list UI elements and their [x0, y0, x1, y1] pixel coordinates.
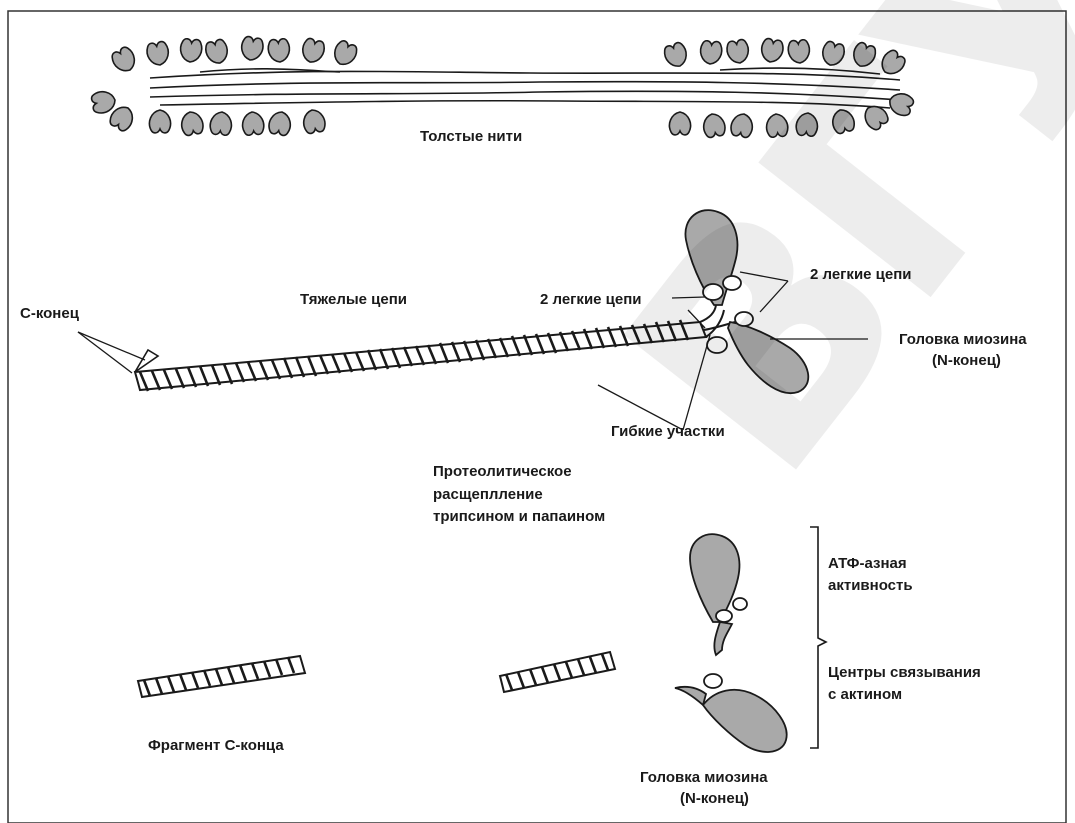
proteolysis-label-2: расщеплление [433, 486, 543, 504]
actin-binding-label-1: Центры связывания [828, 664, 981, 682]
myosin-heads-bottom [675, 534, 787, 752]
light-chains-label-right: 2 легкие цепи [810, 266, 912, 284]
light-chains-label-left: 2 легкие цепи [540, 291, 642, 309]
atpase-label-1: АТФ-азная [828, 555, 907, 573]
myosin-head-nterm-label-top: (N-конец) [932, 352, 1001, 370]
actin-binding-label-2: с актином [828, 686, 902, 704]
thick-filaments-label: Толстые нити [420, 128, 522, 146]
c-terminal-fragment [138, 656, 305, 697]
c-terminus-label: С-конец [20, 305, 79, 323]
brace [810, 527, 826, 748]
atpase-label-2: активность [828, 577, 913, 595]
myosin-head-label-top: Головка миозина [899, 331, 1027, 349]
proteolysis-label-3: трипсином и папаином [433, 508, 605, 526]
myosin-head-label-bottom: Головка миозина [640, 769, 768, 787]
heavy-chains-label: Тяжелые цепи [300, 291, 407, 309]
myosin-head-nterm-label-bottom: (N-конец) [680, 790, 749, 808]
c-fragment-label: Фрагмент С-конца [148, 737, 284, 755]
proteolysis-label-1: Протеолитическое [433, 463, 572, 481]
middle-fragment [500, 652, 615, 692]
flexible-regions-label: Гибкие участки [611, 423, 725, 441]
